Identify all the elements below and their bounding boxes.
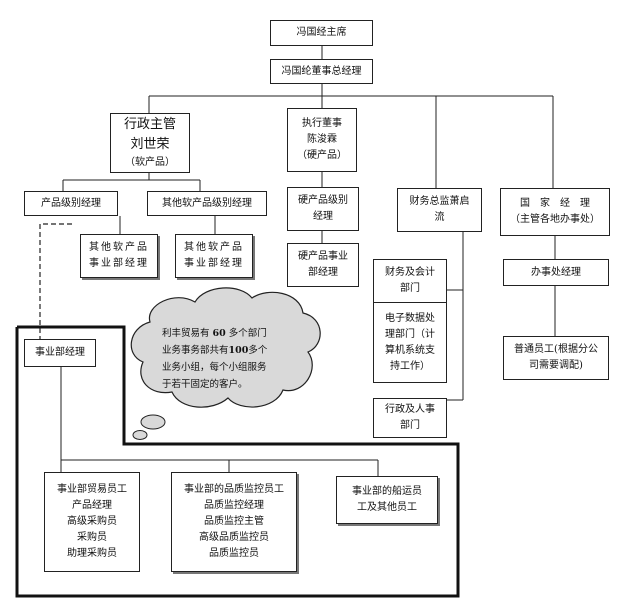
admin-head-box: 行政主管 刘世荣 （软产品）: [110, 113, 190, 173]
exec-director-box: 执行董事 陈浚霖 （硬产品）: [287, 108, 357, 172]
finance-group-box: 财务及会计 部门 电子数据处 理部门（计 算机系统支 持工作）: [373, 259, 447, 383]
callout-line-2: 业务事务部共有100多个: [162, 345, 268, 356]
country-manager-box: 国 家 经 理 （主管各地办事处）: [500, 188, 610, 236]
chairman-box: 冯国经主席: [270, 20, 373, 46]
hard-product-manager-box: 硬产品级别 经理: [287, 187, 359, 231]
callout-line-4: 于若干固定的客户。: [162, 379, 248, 390]
product-manager-box: 产品级别经理: [24, 191, 118, 216]
hr-box: 行政及人事 部门: [373, 398, 447, 438]
callout-line-3: 业务小组，每个小组服务: [162, 362, 267, 373]
office-manager-box: 办事处经理: [503, 259, 609, 286]
division-manager-box: 事业部经理: [24, 339, 96, 367]
callout-line-1: 利丰贸易有 60 多个部门: [162, 328, 267, 339]
general-staff-box: 普通员工(根据分公 司需要调配): [503, 336, 609, 380]
ceo-box: 冯国纶董事总经理: [270, 59, 373, 84]
callout-text: 利丰贸易有 60 多个部门 业务事务部共有100多个 业务小组，每个小组服务 于…: [162, 325, 292, 393]
edp-section: 电子数据处 理部门（计 算机系统支 持工作）: [385, 312, 435, 372]
finance-head-box: 财务总监萧启 流: [397, 188, 482, 232]
other-soft-manager-box: 其他软产品级别经理: [147, 191, 267, 216]
accounting-section: 财务及会计 部门: [374, 260, 446, 303]
shipping-staff-box: 事业部的船运员 工及其他员工: [336, 476, 438, 524]
hard-division-manager-box: 硬产品事业 部经理: [287, 243, 359, 287]
soft-division-1-box: 其他软产品 事业部经理: [80, 234, 158, 278]
trade-staff-box: 事业部贸易员工 产品经理 高级采购员 采购员 助理采购员: [44, 472, 140, 572]
qc-staff-box: 事业部的品质监控员工 品质监控经理 品质监控主管 高级品质监控员 品质监控员: [171, 472, 297, 572]
cloud-callout-shape: [130, 287, 321, 408]
soft-division-2-box: 其他软产品 事业部经理: [175, 234, 253, 278]
